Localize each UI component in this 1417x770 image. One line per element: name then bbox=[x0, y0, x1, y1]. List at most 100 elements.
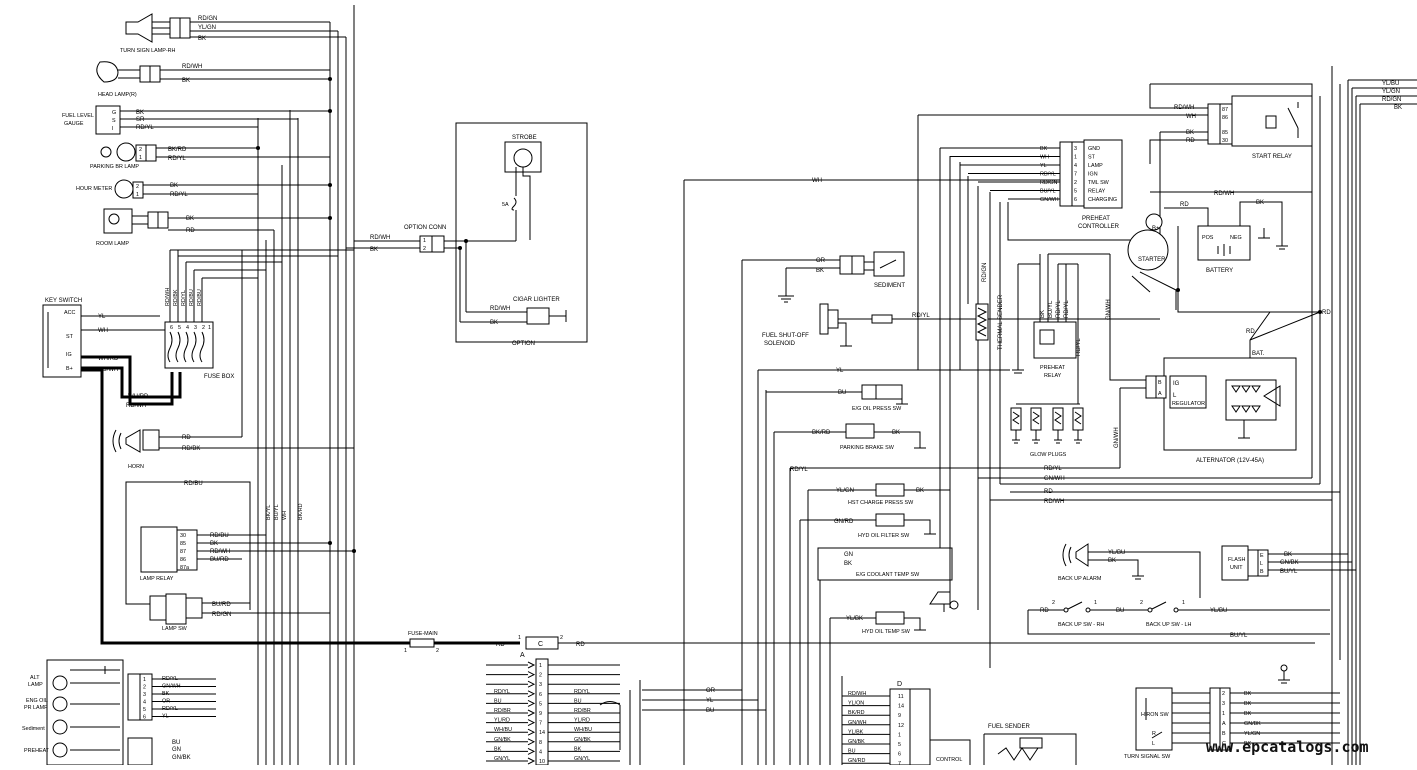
wire-label: YL/GN bbox=[198, 25, 216, 31]
wire-label: RD bbox=[186, 228, 195, 234]
svg-text:30: 30 bbox=[1222, 138, 1228, 144]
wire-label: BU/RD bbox=[212, 602, 231, 608]
wire-label: RD/WH bbox=[98, 367, 118, 373]
label-fuel-sender: FUEL SENDER bbox=[988, 724, 1030, 730]
label-turn-sign-lamp-rh: TURN SIGN LAMP-RH bbox=[120, 48, 176, 54]
svg-text:1: 1 bbox=[1182, 600, 1185, 606]
lamp-panel: ALT LAMP ENG OIL PR LAMP Sediment PREHEA… bbox=[22, 659, 216, 766]
label-flash-unit: UNIT bbox=[1230, 565, 1243, 571]
wire-label: BK bbox=[136, 110, 144, 116]
watermark: www.epcatalogs.com bbox=[1206, 738, 1369, 756]
lamp-panel-pin: 1 bbox=[143, 677, 146, 683]
svg-text:GN/BK: GN/BK bbox=[1280, 560, 1299, 566]
wire-label: GN/WH bbox=[162, 684, 181, 690]
sediment: OR BK SEDIMENT bbox=[742, 251, 905, 303]
wire-label: RD/BR bbox=[494, 708, 511, 714]
svg-text:RD/BK: RD/BK bbox=[173, 289, 179, 306]
svg-text:GAUGE: GAUGE bbox=[64, 121, 84, 127]
svg-text:87a: 87a bbox=[180, 565, 189, 571]
starter-battery: RD/WH STARTER B+ RD POS NEG BATTERY BK R… bbox=[1127, 191, 1331, 316]
ground-icon bbox=[1032, 430, 1040, 444]
svg-text:RD: RD bbox=[1044, 489, 1053, 495]
wire-label: BU bbox=[574, 698, 582, 704]
wire-label: BK bbox=[370, 247, 378, 253]
fuel-shutoff-solenoid: RD/YL FUEL SHUT-OFF SOLENOID bbox=[762, 303, 1160, 347]
preheat-pin: 4 bbox=[1074, 163, 1077, 169]
label-hour-meter: HOUR METER bbox=[76, 186, 112, 192]
svg-text:PREHEAT: PREHEAT bbox=[1082, 216, 1110, 222]
svg-text:S: S bbox=[112, 118, 116, 124]
svg-text:BK/YL: BK/YL bbox=[266, 505, 272, 520]
svg-text:IG: IG bbox=[66, 352, 72, 358]
wire-label: RD/BU bbox=[184, 481, 203, 487]
svg-text:86: 86 bbox=[1222, 115, 1228, 121]
svg-text:B+: B+ bbox=[1152, 226, 1160, 232]
label-control: CONTROL bbox=[936, 757, 962, 763]
svg-text:L: L bbox=[1152, 741, 1155, 747]
svg-text:BK: BK bbox=[916, 488, 924, 494]
conn-a-wire-left bbox=[486, 690, 536, 698]
svg-text:YL/GN: YL/GN bbox=[1382, 89, 1400, 95]
lamp-panel-pin: 3 bbox=[143, 692, 146, 698]
lamp-panel-pin: 6 bbox=[143, 715, 146, 721]
wire-label: BU bbox=[494, 698, 502, 704]
svg-text:YL/BU: YL/BU bbox=[1108, 550, 1125, 556]
svg-text:1: 1 bbox=[139, 155, 142, 161]
svg-text:2: 2 bbox=[139, 147, 142, 153]
conn-d-pin: 12 bbox=[898, 723, 904, 729]
svg-text:E: E bbox=[1260, 553, 1264, 559]
svg-text:RD/YL: RD/YL bbox=[1056, 300, 1062, 318]
svg-text:RD/GN: RD/GN bbox=[1382, 97, 1401, 103]
turn-sw-pin: B bbox=[1222, 731, 1226, 737]
svg-text:Sediment: Sediment bbox=[22, 726, 45, 732]
glow-plug bbox=[1010, 407, 1022, 431]
svg-text:PR LAMP: PR LAMP bbox=[24, 705, 48, 711]
label-key-switch: KEY SWITCH bbox=[45, 298, 82, 304]
horn-icon bbox=[125, 429, 141, 453]
wire-label: YL bbox=[1040, 163, 1047, 169]
svg-text:2: 2 bbox=[136, 184, 139, 190]
wire-label: RD/YL bbox=[494, 689, 510, 695]
svg-text:BK: BK bbox=[892, 430, 900, 436]
conn-a-wire-left bbox=[486, 680, 536, 688]
conn-c: C bbox=[538, 641, 543, 648]
label-parking-brake-sw: PARKING BRAKE SW bbox=[840, 445, 895, 451]
conn-a-wire-left bbox=[486, 757, 536, 765]
svg-text:RD/YL: RD/YL bbox=[1064, 300, 1070, 318]
svg-text:PREHEAT: PREHEAT bbox=[1040, 365, 1066, 371]
svg-text:BAT.: BAT. bbox=[1252, 351, 1265, 357]
svg-text:B: B bbox=[1158, 380, 1162, 386]
svg-text:RD/GN: RD/GN bbox=[982, 263, 988, 282]
wire-label: RD/BR bbox=[574, 708, 591, 714]
conn-a-wire-left bbox=[486, 738, 536, 746]
svg-text:ALT: ALT bbox=[30, 675, 40, 681]
wire-label: GN/WH bbox=[848, 720, 867, 726]
svg-text:2: 2 bbox=[202, 325, 205, 331]
label-option-conn: OPTION CONN bbox=[404, 225, 446, 231]
wire-label: RD/BU bbox=[210, 533, 229, 539]
svg-text:GN/WH: GN/WH bbox=[1044, 476, 1065, 482]
conn-d: D 11RD/WH14YL/ON9BK/RD12GN/WH1YL/BK5GN/B… bbox=[842, 681, 971, 770]
glow-coil bbox=[1012, 411, 1020, 425]
svg-text:OR: OR bbox=[816, 258, 826, 264]
svg-text:RD/YL: RD/YL bbox=[1044, 466, 1062, 472]
conn-a-pin: 3 bbox=[539, 682, 542, 688]
lamp-icon bbox=[125, 13, 153, 43]
wire-label: RD/WH bbox=[848, 691, 866, 697]
wire-label: BK bbox=[1244, 701, 1252, 707]
conn-d-pin: 6 bbox=[898, 752, 901, 758]
label-fuel-shutoff: FUEL SHUT-OFF bbox=[762, 333, 809, 339]
preheat-pin: 1 bbox=[1074, 155, 1077, 161]
wire-label: BK bbox=[574, 746, 582, 752]
svg-text:BK: BK bbox=[1394, 105, 1402, 111]
wire-label: BU/RD bbox=[210, 557, 229, 563]
svg-text:RD/WH: RD/WH bbox=[1174, 105, 1194, 111]
wire-label: WH bbox=[1040, 155, 1049, 161]
svg-text:RD: RD bbox=[1186, 138, 1195, 144]
wire-label: RD/YL bbox=[162, 706, 178, 712]
glow-plug bbox=[1030, 407, 1042, 431]
conn-a-wire-left bbox=[486, 747, 536, 755]
